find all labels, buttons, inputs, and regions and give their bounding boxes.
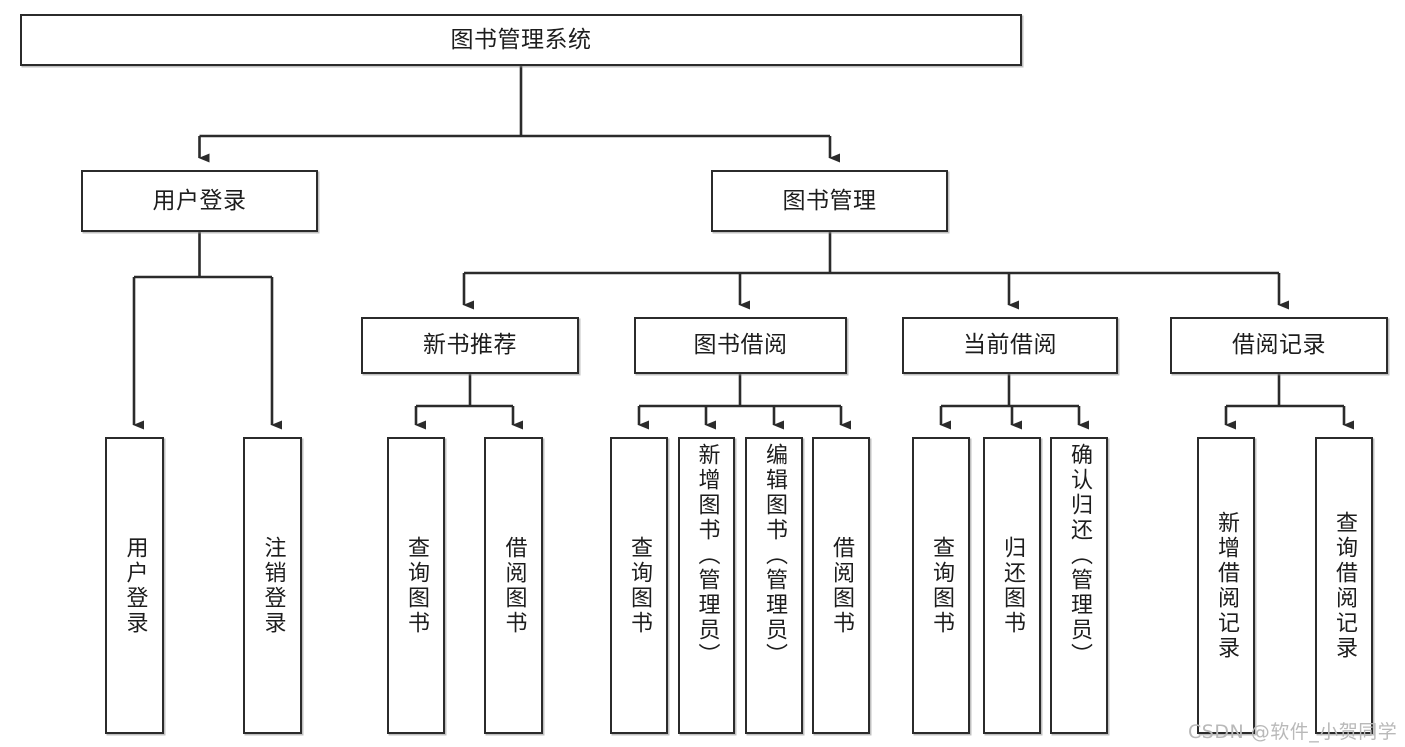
node-leaf-edit-book-admin[interactable]: 编辑图书（管理员） bbox=[745, 437, 803, 734]
node-leaf-query-borrow-record[interactable]: 查询借阅记录 bbox=[1315, 437, 1373, 734]
node-leaf-borrow-book-2-label: 借阅图书 bbox=[829, 535, 854, 636]
node-leaf-query-borrow-record-label: 查询借阅记录 bbox=[1332, 510, 1357, 661]
node-book-management-label: 图书管理 bbox=[782, 187, 877, 214]
node-leaf-add-borrow-record[interactable]: 新增借阅记录 bbox=[1197, 437, 1255, 734]
watermark-text: CSDN @软件_小贺同学 bbox=[1188, 721, 1398, 743]
node-leaf-return-book[interactable]: 归还图书 bbox=[983, 437, 1041, 734]
node-leaf-borrow-book-2[interactable]: 借阅图书 bbox=[812, 437, 870, 734]
node-leaf-query-book-3-label: 查询图书 bbox=[929, 535, 954, 636]
node-leaf-user-login[interactable]: 用户登录 bbox=[105, 437, 164, 734]
node-leaf-add-borrow-record-label: 新增借阅记录 bbox=[1214, 510, 1239, 661]
node-leaf-query-book-1-label: 查询图书 bbox=[404, 535, 429, 636]
node-current-borrow[interactable]: 当前借阅 bbox=[902, 317, 1118, 374]
node-leaf-query-book-2[interactable]: 查询图书 bbox=[610, 437, 668, 734]
node-book-borrow[interactable]: 图书借阅 bbox=[634, 317, 847, 374]
node-leaf-borrow-book-1-label: 借阅图书 bbox=[501, 535, 527, 636]
node-current-borrow-label: 当前借阅 bbox=[963, 332, 1057, 359]
node-book-management[interactable]: 图书管理 bbox=[711, 170, 948, 232]
node-leaf-borrow-book-1[interactable]: 借阅图书 bbox=[484, 437, 543, 734]
node-leaf-add-book-admin[interactable]: 新增图书（管理员） bbox=[678, 437, 735, 734]
node-borrow-record-label: 借阅记录 bbox=[1232, 332, 1326, 359]
node-leaf-logout-login-label: 注销登录 bbox=[260, 535, 286, 636]
node-leaf-user-login-label: 用户登录 bbox=[122, 535, 148, 636]
node-leaf-query-book-1[interactable]: 查询图书 bbox=[387, 437, 445, 734]
node-leaf-confirm-return-admin-label: 确认归还（管理员） bbox=[1067, 443, 1092, 668]
node-leaf-edit-book-admin-label: 编辑图书（管理员） bbox=[762, 443, 787, 668]
node-leaf-return-book-label: 归还图书 bbox=[1000, 535, 1025, 636]
node-new-book-recommend[interactable]: 新书推荐 bbox=[361, 317, 579, 374]
node-root-label: 图书管理系统 bbox=[450, 26, 592, 53]
node-borrow-record[interactable]: 借阅记录 bbox=[1170, 317, 1388, 374]
node-leaf-confirm-return-admin[interactable]: 确认归还（管理员） bbox=[1050, 437, 1108, 734]
node-user-login[interactable]: 用户登录 bbox=[81, 170, 318, 232]
node-book-borrow-label: 图书借阅 bbox=[693, 332, 788, 359]
node-root-system[interactable]: 图书管理系统 bbox=[20, 14, 1022, 66]
node-leaf-query-book-3[interactable]: 查询图书 bbox=[912, 437, 970, 734]
node-leaf-query-book-2-label: 查询图书 bbox=[627, 535, 652, 636]
node-leaf-add-book-admin-label: 新增图书（管理员） bbox=[694, 443, 720, 668]
node-user-login-label: 用户登录 bbox=[152, 187, 247, 214]
node-leaf-logout-login[interactable]: 注销登录 bbox=[243, 437, 302, 734]
node-new-book-recommend-label: 新书推荐 bbox=[423, 332, 517, 359]
